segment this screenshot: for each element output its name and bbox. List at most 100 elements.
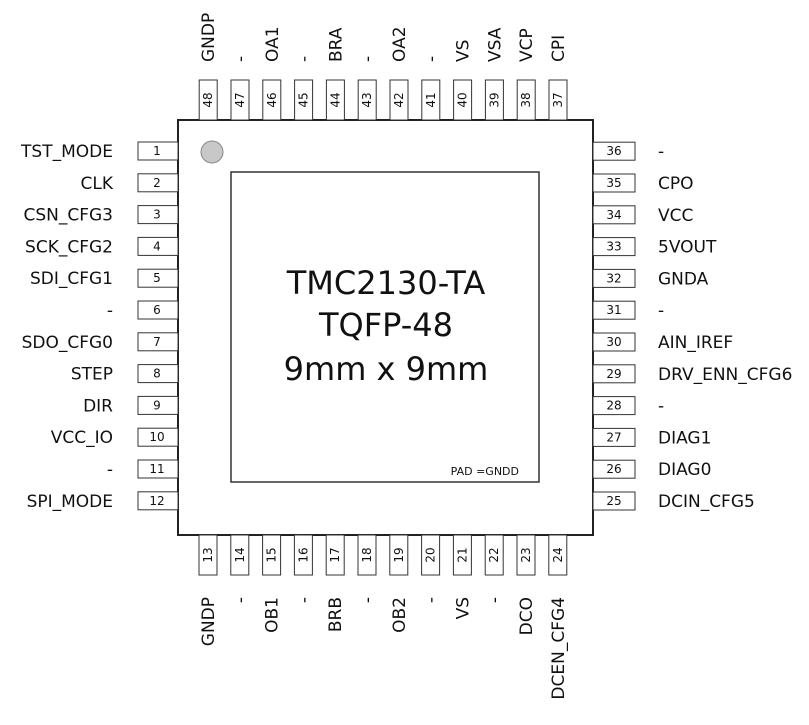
pin-33-number: 33 xyxy=(606,240,621,254)
pin-36-label: - xyxy=(658,142,664,162)
pin-46-number: 46 xyxy=(265,92,279,107)
pin-5-number: 5 xyxy=(153,271,161,285)
pin-32-label: GNDA xyxy=(658,269,709,289)
chip-title-line-2: TQFP-48 xyxy=(318,306,453,344)
pin-37-label: CPI xyxy=(549,35,569,62)
pin-22-label: - xyxy=(485,597,505,603)
pin-17-box xyxy=(325,534,345,576)
pin-42-number: 42 xyxy=(392,92,406,107)
pin-31-number: 31 xyxy=(606,303,621,317)
pin-12-label: SPI_MODE xyxy=(27,492,113,512)
pin-25-box xyxy=(592,491,636,511)
pin-2-box xyxy=(137,173,179,193)
pin-30-number: 30 xyxy=(606,335,621,349)
pin-37-box xyxy=(548,79,568,121)
pin-13-box xyxy=(198,534,218,576)
pin-8-box xyxy=(137,364,179,384)
pin-38-label: VCP xyxy=(517,28,537,62)
pin-3-label: CSN_CFG3 xyxy=(23,206,113,226)
pin-35-box xyxy=(592,173,636,193)
pin-47-number: 47 xyxy=(233,92,247,107)
pin-34-number: 34 xyxy=(606,208,621,222)
pin-13-label: GNDP xyxy=(199,597,219,646)
pin-39-label: VSA xyxy=(485,27,505,62)
pin-7-number: 7 xyxy=(153,335,161,349)
pin-48-label: GNDP xyxy=(199,13,219,62)
pin-1-label: TST_MODE xyxy=(20,142,113,162)
pin-21-number: 21 xyxy=(455,547,469,562)
pin-22-box xyxy=(484,534,504,576)
pad-note: PAD =GNDD xyxy=(451,465,519,478)
pin-21-label: VS xyxy=(453,597,473,619)
pin-47-label: - xyxy=(231,56,251,62)
pin-2-label: CLK xyxy=(81,174,114,194)
pin-32-number: 32 xyxy=(606,271,621,285)
pin-22-number: 22 xyxy=(487,547,501,562)
pin-11-label: - xyxy=(107,460,113,480)
pin-3-number: 3 xyxy=(153,208,161,222)
die-outline xyxy=(230,171,540,483)
pin-24-label: DCEN_CFG4 xyxy=(549,597,569,700)
pin-40-number: 40 xyxy=(456,92,470,107)
pin-45-number: 45 xyxy=(297,92,311,107)
pin-20-number: 20 xyxy=(424,547,438,562)
pin-34-box xyxy=(592,205,636,225)
pin-3-box xyxy=(137,205,179,225)
pin-36-number: 36 xyxy=(606,144,621,158)
pin-10-box xyxy=(137,427,179,447)
pin-27-box xyxy=(592,427,636,447)
pin-7-box xyxy=(137,332,179,352)
pin-16-box xyxy=(293,534,313,576)
pin-42-box xyxy=(389,79,409,121)
pin-19-number: 19 xyxy=(392,547,406,562)
pin-45-box xyxy=(294,79,314,121)
pin-35-number: 35 xyxy=(606,176,621,190)
pin-46-label: OA1 xyxy=(263,26,283,62)
pin-27-label: DIAG1 xyxy=(658,428,711,448)
pin-42-label: OA2 xyxy=(390,26,410,62)
pin-26-box xyxy=(592,459,636,479)
pin-6-label: - xyxy=(107,301,113,321)
pin-19-label: OB2 xyxy=(390,597,410,633)
pin-44-number: 44 xyxy=(328,92,342,107)
pin-46-box xyxy=(262,79,282,121)
pin-5-box xyxy=(137,268,179,288)
pin-28-box xyxy=(592,396,636,416)
pin-47-box xyxy=(230,79,250,121)
pin-39-box xyxy=(484,79,504,121)
pin-5-label: SDI_CFG1 xyxy=(30,269,113,289)
pin1-indicator-dot xyxy=(200,140,224,164)
pin-4-label: SCK_CFG2 xyxy=(25,237,113,257)
pin-39-number: 39 xyxy=(487,92,501,107)
pin-9-number: 9 xyxy=(153,398,161,412)
pin-35-label: CPO xyxy=(658,174,694,194)
pin-18-number: 18 xyxy=(360,547,374,562)
pin-23-box xyxy=(516,534,536,576)
pin-44-box xyxy=(325,79,345,121)
pin-9-box xyxy=(137,395,179,415)
pin-18-label: - xyxy=(358,597,378,603)
pin-45-label: - xyxy=(295,56,315,62)
pin-25-label: DCIN_CFG5 xyxy=(658,492,755,512)
pin-28-number: 28 xyxy=(606,399,621,413)
pin-20-box xyxy=(421,534,441,576)
pin-34-label: VCC xyxy=(658,206,693,226)
pin-28-label: - xyxy=(658,397,664,417)
pin-18-box xyxy=(357,534,377,576)
pin-21-box xyxy=(452,534,472,576)
pin-8-number: 8 xyxy=(153,367,161,381)
pin-27-number: 27 xyxy=(606,430,621,444)
pin-41-label: - xyxy=(422,56,442,62)
pin-16-number: 16 xyxy=(296,547,310,562)
pin-30-label: AIN_IREF xyxy=(658,333,733,353)
pin-6-number: 6 xyxy=(153,303,161,317)
pin-32-box xyxy=(592,268,636,288)
pin-43-number: 43 xyxy=(360,92,374,107)
pin-14-label: - xyxy=(231,597,251,603)
pin-17-number: 17 xyxy=(328,547,342,562)
pin-10-number: 10 xyxy=(149,430,164,444)
pin-26-number: 26 xyxy=(606,462,621,476)
pin-12-number: 12 xyxy=(149,494,164,508)
pin-14-box xyxy=(230,534,250,576)
